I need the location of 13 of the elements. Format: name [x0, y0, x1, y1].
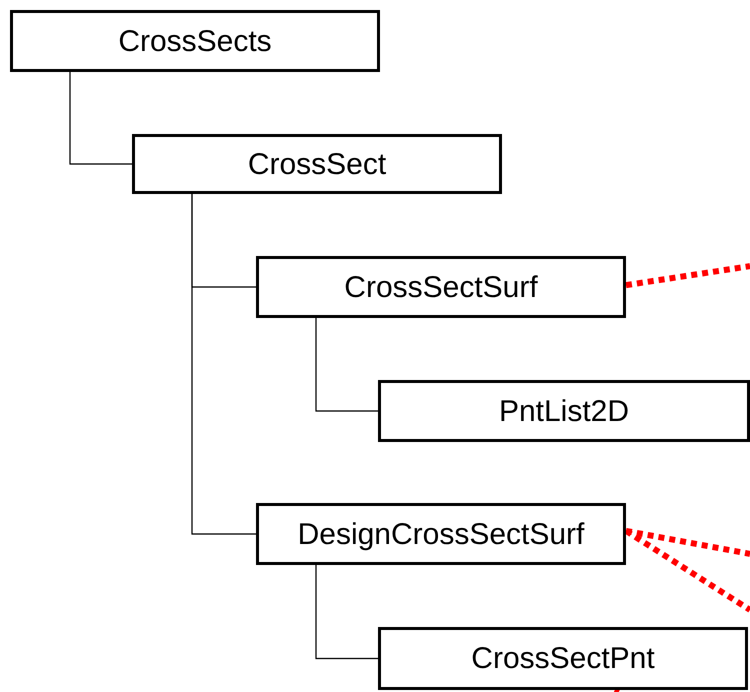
- dotted-line: [624, 528, 750, 612]
- class-box: PntList2D: [378, 380, 750, 442]
- class-box: CrossSectPnt: [378, 627, 748, 690]
- class-box: CrossSectSurf: [256, 256, 626, 318]
- class-box: CrossSect: [132, 134, 502, 194]
- connector-line: [191, 194, 256, 535]
- connector-line: [315, 565, 378, 660]
- connector-line: [69, 72, 132, 165]
- dotted-line: [626, 263, 750, 288]
- dotted-line: [625, 528, 750, 557]
- connector-line: [315, 318, 378, 412]
- class-box: CrossSects: [10, 10, 380, 72]
- class-box: DesignCrossSectSurf: [256, 503, 626, 565]
